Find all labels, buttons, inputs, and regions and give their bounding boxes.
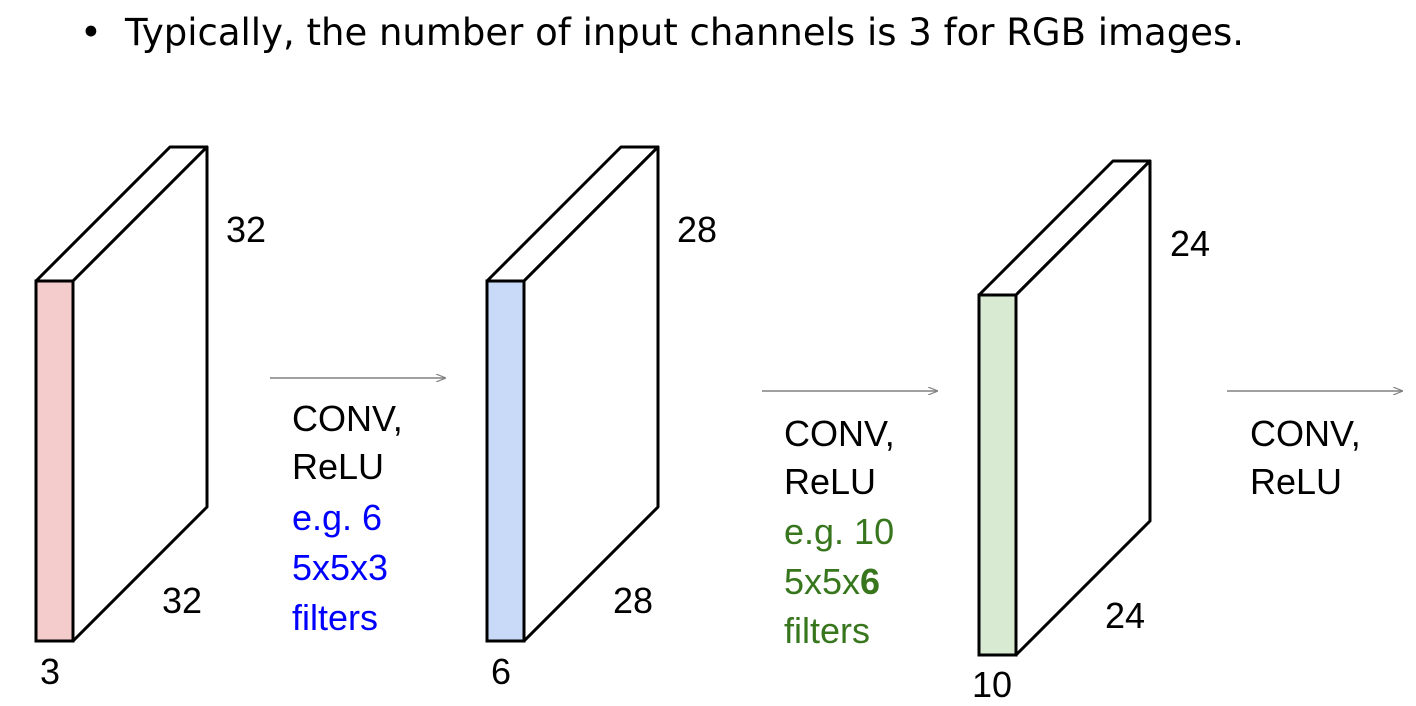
volume-3-front-face [977,293,1018,657]
bullet-symbol: • [80,11,102,54]
volume-2-width-label: 28 [613,580,653,621]
step-1-note-line3: filters [292,597,378,638]
volume-2 [485,145,660,643]
volume-2-depth-label: 6 [491,651,511,692]
step-2-line1: CONV, [784,413,895,454]
bullet-text: Typically, the number of input channels … [124,11,1244,54]
step-2-note-line2: 5x5x6 [784,561,880,602]
volume-1-front-face [34,279,75,643]
step-3-line2: ReLU [1250,461,1342,502]
volume-2-front-face [485,279,526,643]
volume-2-side-face [522,145,660,643]
step-1-line2: ReLU [292,446,384,487]
step-1-note-line2: 5x5x3 [292,547,388,588]
volume-1-width-label: 32 [162,580,202,621]
step-2-line2: ReLU [784,461,876,502]
volume-1-height-label: 32 [226,209,266,250]
step-1-note-line1: e.g. 6 [292,497,382,538]
volume-1 [34,145,209,643]
volume-2-height-label: 28 [677,209,717,250]
step-2-note-line1: e.g. 10 [784,511,894,552]
volume-3-height-label: 24 [1170,223,1210,264]
volume-3-depth-label: 10 [972,664,1012,705]
step-2-note-line3: filters [784,610,870,651]
step-1-line1: CONV, [292,398,403,439]
volume-3 [977,159,1152,657]
volume-1-side-face [71,145,209,643]
volume-3-side-face [1014,159,1152,657]
step-3-line1: CONV, [1250,413,1361,454]
volume-1-depth-label: 3 [40,651,60,692]
volume-3-width-label: 24 [1105,595,1145,636]
